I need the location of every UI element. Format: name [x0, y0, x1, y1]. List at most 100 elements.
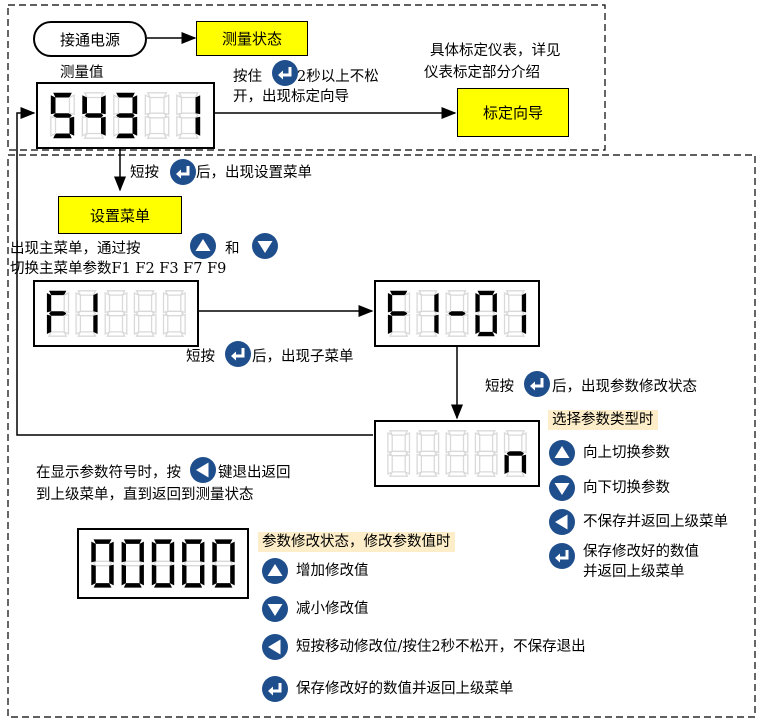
segment-g — [135, 310, 155, 317]
segment-d — [164, 331, 185, 337]
down-arrow-icon — [252, 233, 278, 263]
mod-shift-text: 短按移动修改位/按住2秒不松开，不保存退出 — [296, 639, 586, 655]
segment-f — [212, 541, 217, 563]
segment-g — [418, 450, 438, 457]
segment-b — [434, 293, 439, 313]
segment-a — [106, 290, 126, 296]
segment-b — [68, 94, 75, 116]
segment-d — [47, 331, 68, 337]
segment-f — [121, 541, 126, 563]
segment-b — [169, 541, 175, 563]
digit — [416, 290, 439, 337]
segment-f — [503, 431, 510, 454]
segment-e — [46, 314, 52, 334]
segment-e — [176, 115, 183, 137]
segment-b — [521, 293, 527, 313]
top-dashed-frame — [7, 4, 606, 151]
seven-segment-digits — [91, 539, 235, 588]
segment-d — [214, 583, 233, 588]
segment-d — [184, 583, 203, 588]
segment-a — [146, 92, 168, 99]
segment-e — [474, 453, 481, 476]
segment-b — [404, 431, 411, 454]
segment-b — [121, 291, 128, 314]
segment-e — [503, 313, 510, 336]
segment-a — [214, 539, 233, 544]
segment-d — [116, 133, 135, 139]
segment-a — [77, 290, 97, 296]
digit — [387, 290, 411, 337]
segment-b — [109, 541, 114, 563]
segment-e — [416, 453, 423, 476]
up-arrow-icon — [549, 440, 575, 470]
segment-g — [476, 450, 496, 457]
segment-e — [445, 313, 452, 336]
segment-b — [101, 95, 106, 115]
param-display — [374, 420, 540, 487]
segment-g — [418, 310, 438, 317]
segment-g — [53, 113, 72, 118]
f1-display — [33, 280, 199, 347]
digit — [121, 539, 144, 588]
bottom-dashed-frame — [7, 154, 756, 718]
digit — [176, 92, 201, 139]
segment-b — [492, 293, 497, 313]
segment-c — [121, 313, 128, 336]
segment-e — [504, 454, 509, 474]
segment-b — [200, 541, 205, 563]
segment-g — [178, 112, 199, 119]
segment-g — [505, 310, 525, 317]
segment-f — [387, 431, 393, 454]
select-save-text-1: 保存修改好的数值 — [583, 544, 699, 560]
digit — [212, 539, 235, 588]
segment-f — [474, 431, 481, 454]
segment-a — [418, 290, 438, 296]
segment-e — [104, 313, 111, 336]
arrow-return-loop — [16, 107, 373, 436]
segment-c — [101, 116, 106, 136]
segment-f — [91, 541, 96, 563]
segment-a — [135, 290, 155, 296]
back-text-1b: 键退出返回 — [218, 465, 291, 481]
segment-g — [116, 113, 135, 118]
seven-segment-digits — [387, 290, 527, 337]
segment-f — [416, 291, 423, 314]
segment-d — [388, 331, 409, 337]
digit — [475, 290, 497, 337]
modify-title: 参数修改状态，修改参数值时 — [258, 532, 455, 552]
enter-icon — [262, 676, 288, 706]
digit — [50, 92, 75, 139]
segment-b — [404, 291, 411, 314]
digit — [503, 430, 527, 477]
segment-b — [230, 541, 235, 563]
segment-a — [390, 290, 408, 296]
segment-g — [390, 311, 408, 316]
segment-g — [164, 310, 184, 317]
segment-a — [123, 539, 142, 544]
short-press-3-after: 后，出现参数修改状态 — [552, 379, 697, 395]
segment-f — [82, 95, 87, 115]
digit — [113, 92, 138, 139]
segment-c — [169, 564, 175, 586]
segment-c — [163, 115, 170, 137]
segment-d — [123, 583, 142, 588]
segment-c — [491, 453, 498, 476]
segment-a — [83, 92, 105, 99]
segment-f — [176, 94, 183, 116]
left-arrow-icon — [190, 457, 216, 487]
segment-f — [416, 431, 423, 454]
segment-e — [91, 564, 96, 586]
select-up-text: 向上切换参数 — [583, 445, 670, 461]
segment-b — [132, 95, 138, 115]
main-menu-text-2: 切换主菜单参数F1 F2 F3 F7 F9 — [10, 261, 227, 277]
digit — [75, 290, 98, 337]
segment-d — [93, 583, 112, 588]
segment-c — [404, 313, 411, 336]
segment-c — [434, 314, 439, 334]
up-arrow-icon — [190, 233, 216, 263]
digit — [46, 290, 70, 337]
short-press-1: 短按 — [130, 165, 159, 181]
segment-d — [77, 331, 97, 337]
